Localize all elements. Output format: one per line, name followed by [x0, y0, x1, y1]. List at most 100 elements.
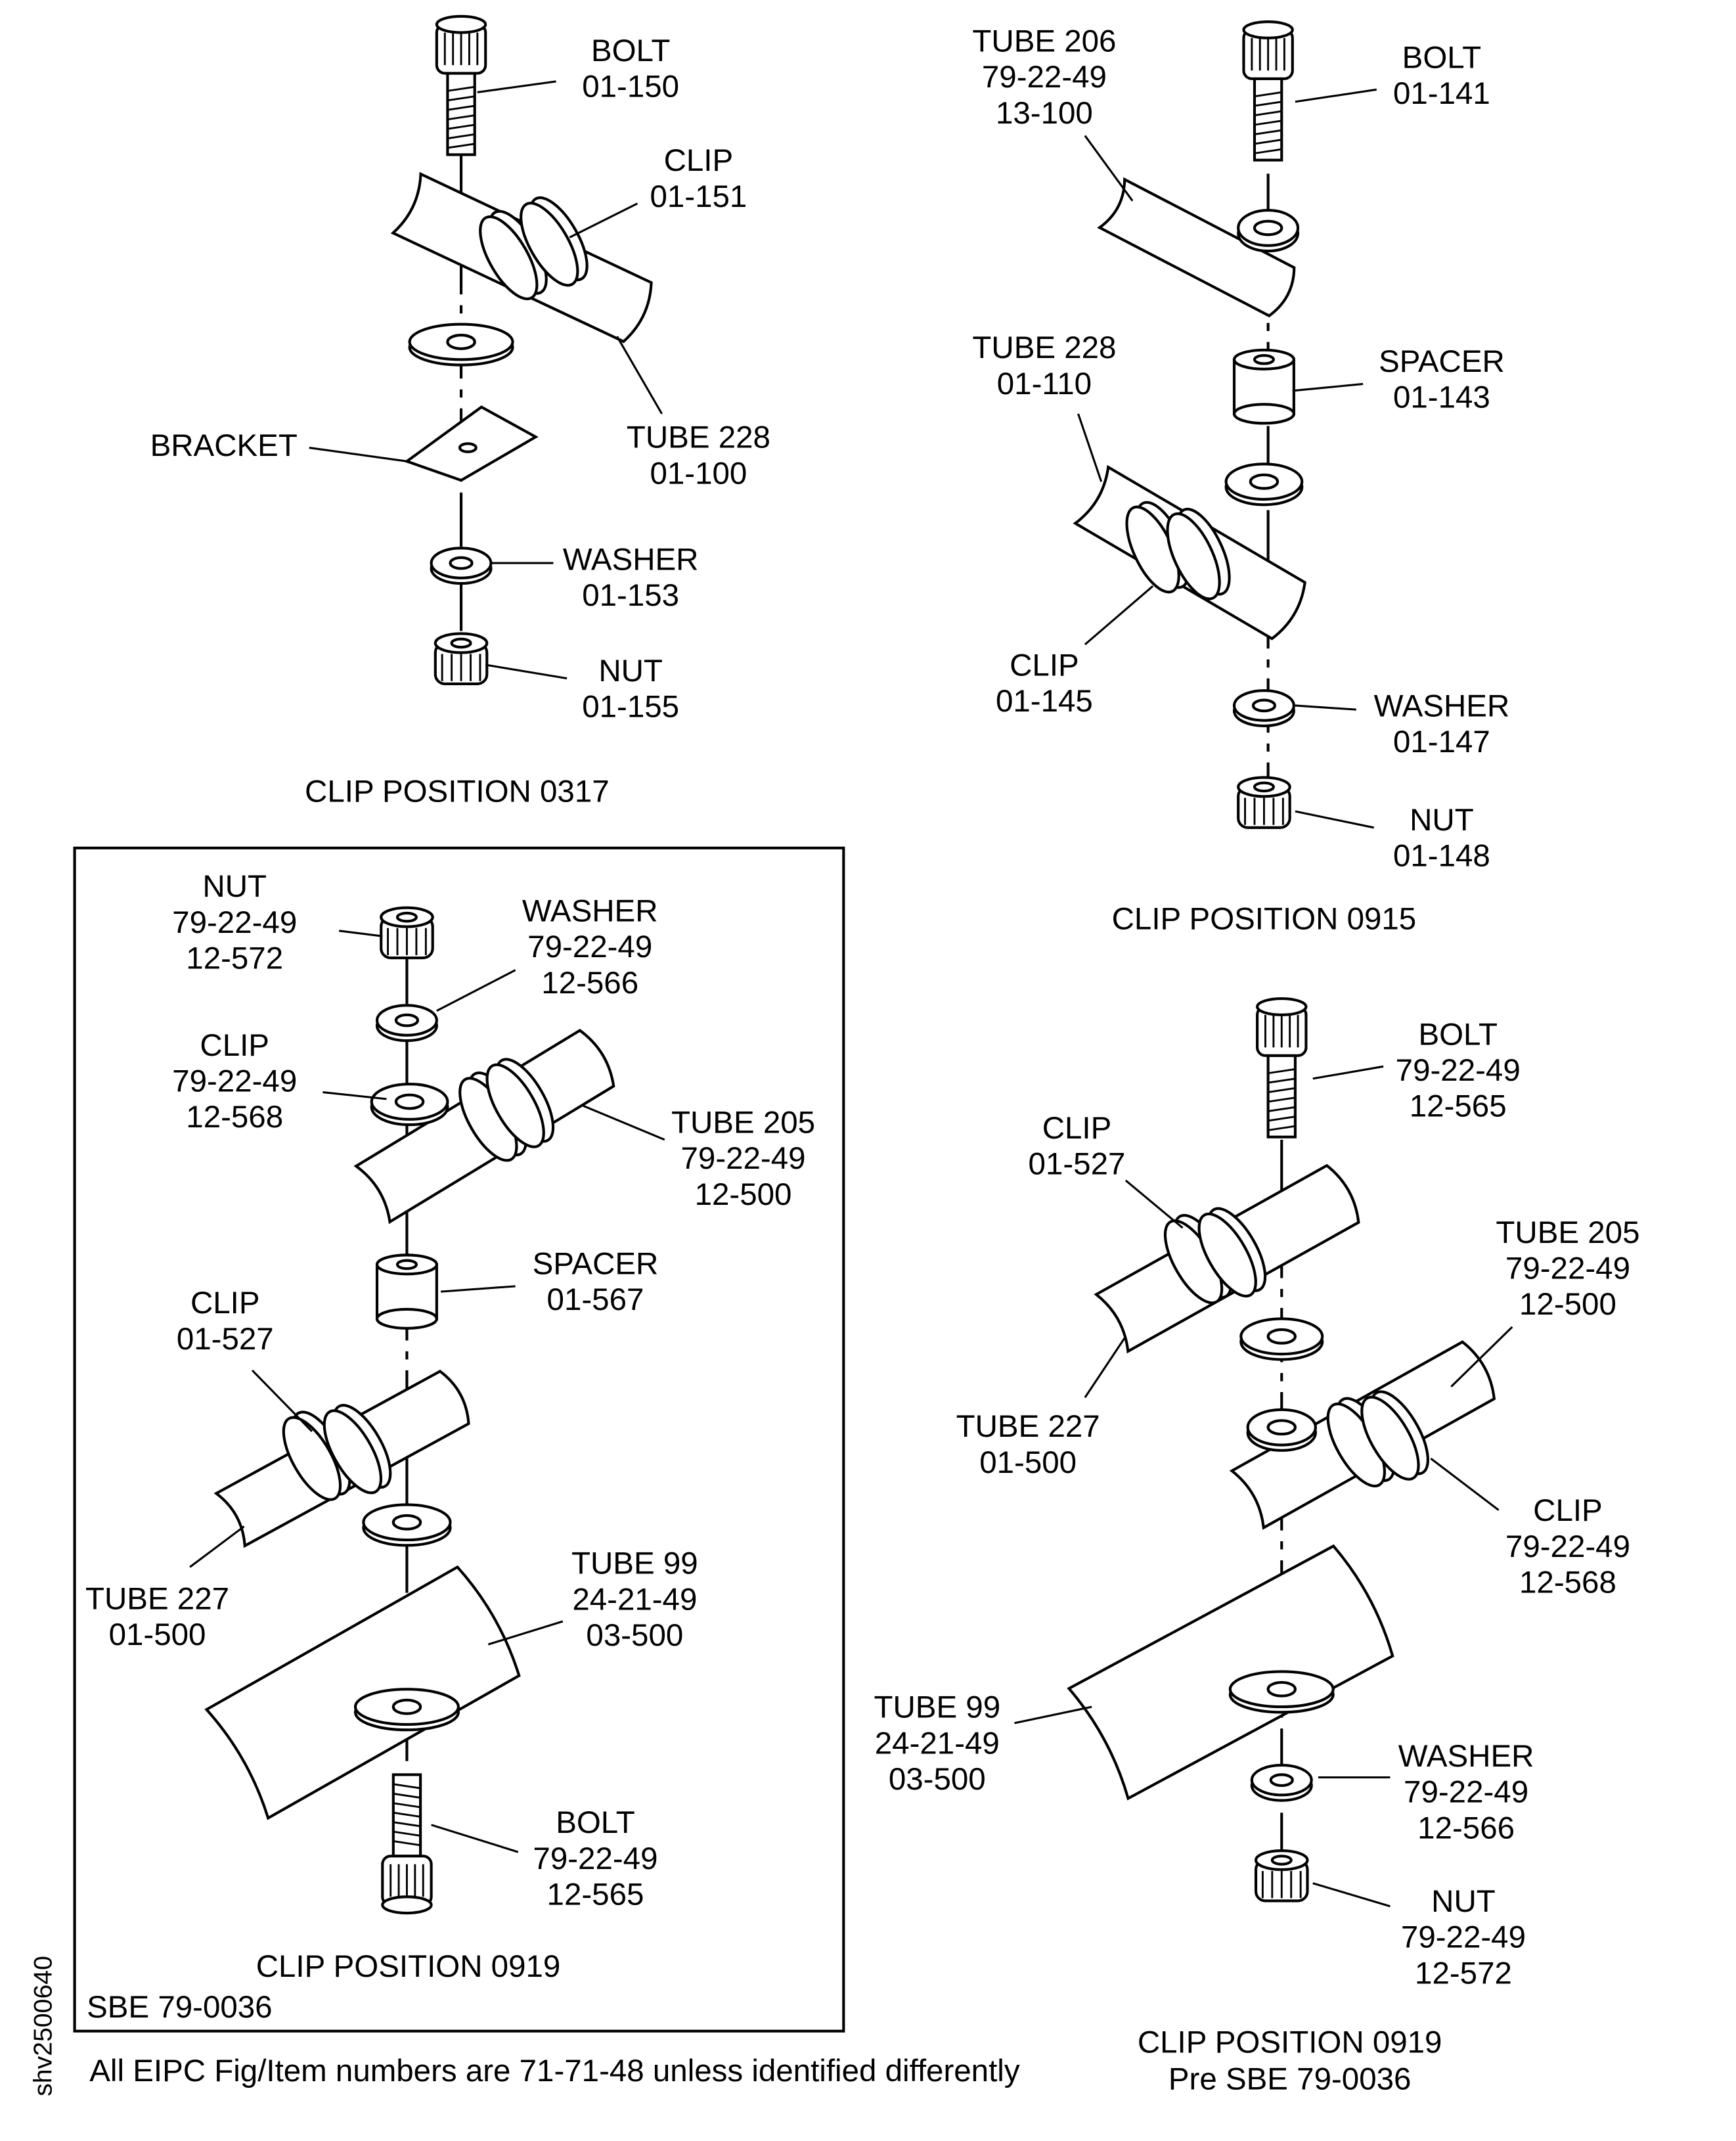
tube-icon: [204, 1565, 521, 1820]
panel-note-sbe: SBE 79-0036: [87, 1990, 272, 2025]
spacer-icon: [375, 1253, 438, 1330]
callout-line: 12-565: [1410, 1089, 1507, 1124]
callout-line: BOLT: [1418, 1017, 1497, 1052]
callout-line: 79-22-49: [1404, 1775, 1528, 1810]
leader-line: [616, 336, 663, 415]
clip-tab-icon: [370, 1083, 449, 1127]
callout-line: 01-150: [582, 70, 679, 104]
leader-line: [1084, 585, 1154, 646]
washer-icon: [1232, 689, 1295, 727]
callout-line: 12-568: [186, 1100, 283, 1135]
bolt-icon: [435, 14, 487, 156]
leader-line: [440, 1285, 516, 1293]
callout-line: NUT: [202, 869, 267, 904]
callout-line: 01-527: [177, 1322, 274, 1357]
panel-title: Pre SBE 79-0036: [1168, 2062, 1412, 2097]
callout-line: WASHER: [563, 542, 699, 577]
leader-line: [1312, 1882, 1391, 1908]
drawing-id: shv2500640: [28, 1956, 57, 2096]
nut-icon: [1254, 1849, 1309, 1903]
callout-line: 01-567: [547, 1282, 644, 1317]
panel-title: CLIP POSITION 0317: [305, 775, 610, 809]
callout-line: BRACKET: [150, 428, 298, 463]
bolt-icon: [1256, 997, 1308, 1138]
bracket-hole: [458, 442, 478, 453]
callout-line: 79-22-49: [527, 930, 652, 964]
leader-line: [1430, 1457, 1500, 1511]
leader-line: [1295, 88, 1377, 103]
leader-line: [485, 664, 568, 680]
callout-line: CLIP: [1533, 1493, 1603, 1528]
callout-line: 01-147: [1393, 725, 1490, 759]
callout-line: NUT: [1431, 1884, 1496, 1919]
callout-line: 01-145: [996, 684, 1093, 719]
callout-line: CLIP: [200, 1028, 269, 1063]
callout-line: CLIP: [1010, 648, 1079, 683]
callout-line: TUBE 206: [972, 24, 1116, 58]
sbe-panel-frame: [73, 846, 845, 2033]
callout-line: CLIP: [1042, 1111, 1112, 1146]
leader-line: [569, 202, 638, 238]
clip-tab-icon: [408, 323, 514, 367]
callout-line: TUBE 99: [571, 1546, 698, 1581]
callout-line: 79-22-49: [172, 905, 297, 940]
footnote: All EIPC Fig/Item numbers are 71-71-48 u…: [89, 2054, 1020, 2088]
callout-line: 79-22-49: [1396, 1053, 1521, 1088]
leader-line: [1312, 1065, 1384, 1080]
callout-line: 79-22-49: [172, 1064, 297, 1099]
leader-line: [251, 1369, 313, 1432]
callout-line: BOLT: [1402, 40, 1481, 75]
callout-line: 79-22-49: [1505, 1529, 1630, 1564]
callout-line: 12-500: [695, 1177, 792, 1212]
callout-line: 12-566: [1417, 1811, 1515, 1845]
leader-line: [323, 1091, 387, 1100]
callout-line: 24-21-49: [875, 1726, 1000, 1761]
callout-line: 13-100: [996, 96, 1093, 131]
callout-line: TUBE 228: [627, 420, 770, 455]
callout-line: TUBE 227: [956, 1409, 1100, 1444]
leader-line: [1295, 704, 1356, 711]
panel-title: CLIP POSITION 0915: [1112, 902, 1417, 937]
part-callout-bracket: BRACKET: [150, 428, 298, 463]
callout-line: SPACER: [533, 1246, 659, 1281]
leader-line: [477, 80, 556, 93]
callout-line: 12-572: [1415, 1956, 1512, 1991]
callout-line: 01-153: [582, 578, 679, 613]
leader-line: [1295, 810, 1375, 829]
callout-line: TUBE 99: [874, 1690, 1000, 1725]
leader-line: [339, 930, 383, 937]
leader-line: [1124, 1179, 1184, 1229]
clip-tab-icon: [1237, 209, 1300, 253]
leader-line: [436, 969, 516, 1012]
leader-line: [189, 1525, 245, 1568]
callout-line: 01-100: [650, 456, 747, 491]
callout-line: WASHER: [1374, 688, 1510, 723]
bolt-icon: [1242, 20, 1294, 162]
clip-band-icon: [520, 196, 589, 287]
callout-line: CLIP: [664, 143, 734, 178]
callout-line: NUT: [598, 654, 663, 688]
callout-line: BOLT: [556, 1805, 634, 1840]
callout-line: 01-151: [650, 179, 747, 214]
callout-line: 01-141: [1393, 76, 1490, 111]
clip-tab-icon: [362, 1503, 452, 1547]
leader-line: [1077, 413, 1103, 482]
